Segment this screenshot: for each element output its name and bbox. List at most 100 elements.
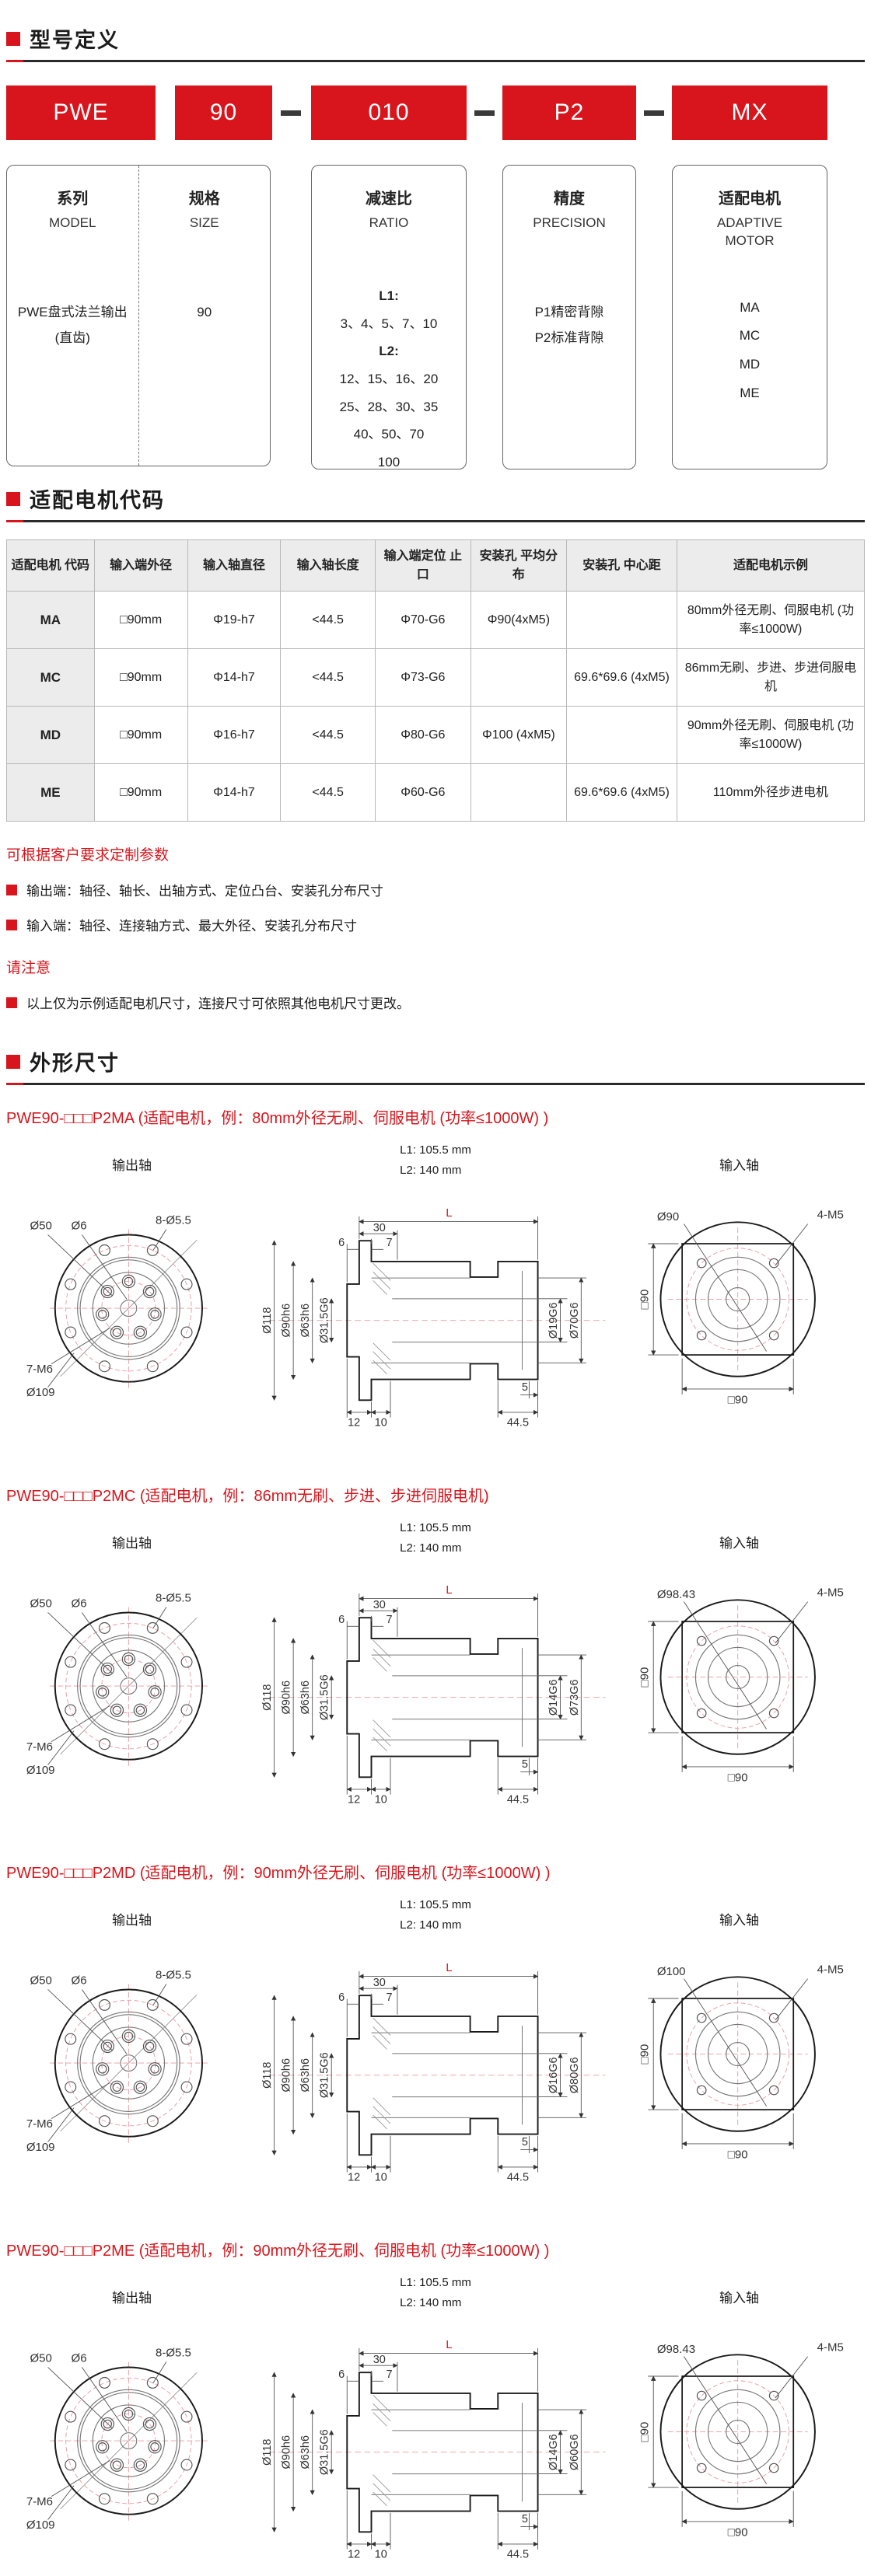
input-axis-label: 输入轴 [719,1913,759,1928]
input-shaft-drawing: Ø100 4-M5 □90 □90 [638,1963,844,2162]
cross-section-drawing: L 30 6 7 Ø118 Ø90h6 Ø63h6 Ø31.5G6 [262,1206,606,1429]
dim-6: 6 [338,1991,345,2003]
crosshair [49,1607,208,1767]
descriptor-size: 规格 SIZE 90 [139,166,271,466]
dim-bore-dia: Ø31.5G6 [319,2052,331,2098]
dim-44: 44.5 [507,2549,529,2561]
dim-44: 44.5 [507,1416,529,1429]
cell: □90mm [93,591,188,649]
col-header: 输入端外径 [93,539,188,592]
cell: □90mm [93,763,188,822]
crosshair [667,1982,808,2128]
drawings-container: PWE90-□□□P2MA (适配电机，例：80mm外径无刷、伺服电机 (功率≤… [0,1105,871,2565]
descriptor-series-size: 系列 MODEL PWE盘式法兰输出 (直齿) 规格 SIZE 90 [6,165,271,466]
section-outline [346,1239,539,1401]
dim-L: L [446,1584,452,1597]
dim-outer-diameter: Ø109 [26,1764,54,1777]
col-header: 适配电机示例 [676,539,866,592]
dim-square-bottom: □90 [727,1393,747,1406]
bottom-dimensions [346,2490,539,2550]
code-box-size: 90 [175,86,272,140]
cell: 69.6*69.6 (4xM5) [566,763,677,822]
cell: 80mm外径无刷、伺服电机 (功率≤1000W) [676,591,866,649]
section-header-model-definition: 型号定义 [6,23,865,54]
dim-30: 30 [373,1599,386,1611]
l2-value: L2: 140 mm [400,1541,462,1555]
note-text: 输入端：轴径、连接轴方式、最大外径、安装孔分布尺寸 [26,919,357,934]
section-title: 型号定义 [30,29,120,52]
bolt-circle [685,1625,789,1729]
table-row: ME □90mm Φ14-h7 <44.5 Φ60-G6 69.6*69.6 (… [6,763,866,822]
dim-6: 6 [338,2368,345,2381]
output-axis-label: 输出轴 [112,2290,152,2305]
datasheet-page: 型号定义 PWE 90 010 P2 MX 系列 MODEL PWE盘式法兰输出… [0,23,871,2576]
inner-bolt-holes [95,1274,162,1339]
motor-circle [659,1221,816,1377]
dim-pilot-circle: Ø90 [656,1210,678,1223]
drawing-row: 输出轴 [2,1883,869,2188]
cross-section-drawing: L 30 6 7 Ø118 Ø90h6 Ø63h6 Ø31.5G6 [262,1961,606,2183]
descriptor-detail: P1精密背隙 P2标准背隙 [534,304,604,346]
dimension-drawing-block: PWE90-□□□P2MD (适配电机，例：90mm外径无刷、伺服电机 (功率≤… [0,1860,871,2188]
descriptor-en: PRECISION [533,215,606,230]
output-view-column: 输出轴 [2,2260,262,2539]
section-rule [6,1083,865,1085]
dimension-lines [647,2375,794,2527]
flange-outline [54,1234,203,1383]
dim-shaft-dia: Ø19G6 [547,1302,560,1339]
dim-pilot-dia: Ø60G6 [568,2434,581,2470]
center-hole [119,1300,137,1318]
bolt-circle [685,2002,789,2106]
leader-lines [683,1600,808,1730]
right-dimensions [537,1654,587,1740]
motor-code-cell: MD [6,706,95,764]
output-view-column: 输出轴 [2,1883,262,2162]
drawing-row: 输出轴 [2,1506,869,1811]
descriptor-zh: 系列 [57,190,89,208]
dim-shaft-dia: Ø14G6 [547,2434,560,2470]
table-row: MD □90mm Φ16-h7 <44.5 Φ80-G6 Φ100 (4xM5)… [6,706,866,764]
outer-holes [64,1998,193,2127]
dim-inner-holes: 7-M6 [26,1363,52,1376]
leader-lines [47,2361,166,2520]
shaft-hole [725,2041,750,2067]
output-shaft-drawing: Ø50 Ø6 8-Ø5.5 7-M6 Ø109 [26,1214,208,1399]
bottom-dimensions [346,2113,539,2173]
section-outline [346,1617,539,1778]
leader-lines [683,2355,808,2484]
descriptor-adaptive-motor: 适配电机 ADAPTIVE MOTOR MA MC MD ME [672,165,827,469]
cell: <44.5 [280,648,376,707]
l1-value: L1: 105.5 mm [400,1143,471,1157]
dim-5: 5 [522,1381,528,1394]
descriptor-en: RATIO [369,215,409,230]
cell: 110mm外径步进电机 [676,763,866,822]
dim-body-dia: Ø90h6 [281,2435,293,2470]
dim-pilot-dia: Ø70G6 [568,1302,581,1339]
dim-12: 12 [348,2549,360,2561]
red-square-icon [6,919,17,930]
dim-30: 30 [373,1221,386,1234]
mount-holes [696,2390,779,2473]
col-header: 输入轴直径 [187,539,282,592]
dim-30: 30 [373,1976,386,1988]
crosshair [49,1984,208,2144]
output-axis-label: 输出轴 [112,1535,152,1551]
descriptor-series: 系列 MODEL PWE盘式法兰输出 (直齿) [7,166,139,466]
section-header-motor-code: 适配电机代码 [6,483,865,514]
descriptor-detail: MA MC MD ME [739,299,761,400]
dash-connector [474,110,495,116]
output-view-column: 输出轴 [2,1506,262,1785]
drawing-row: 输出轴 [2,2260,869,2566]
dim-L: L [446,1206,452,1219]
mount-square [680,1243,794,1356]
output-shaft-drawing: Ø50 Ø6 8-Ø5.5 7-M6 Ø109 [26,2346,208,2532]
length-values: L1: 105.5 mm L2: 140 mm [400,1895,471,1936]
motor-circle [659,1598,816,1755]
mount-holes [696,1258,779,1341]
dim-flange-dia: Ø118 [262,1684,274,1711]
dim-outer-holes: 8-Ø5.5 [156,2346,191,2359]
cell: Φ73-G6 [375,648,471,707]
note-item: 输入端：轴径、连接轴方式、最大外径、安装孔分布尺寸 [6,915,865,934]
dim-body-dia: Ø90h6 [281,1681,293,1715]
dim-44: 44.5 [507,1794,529,1806]
